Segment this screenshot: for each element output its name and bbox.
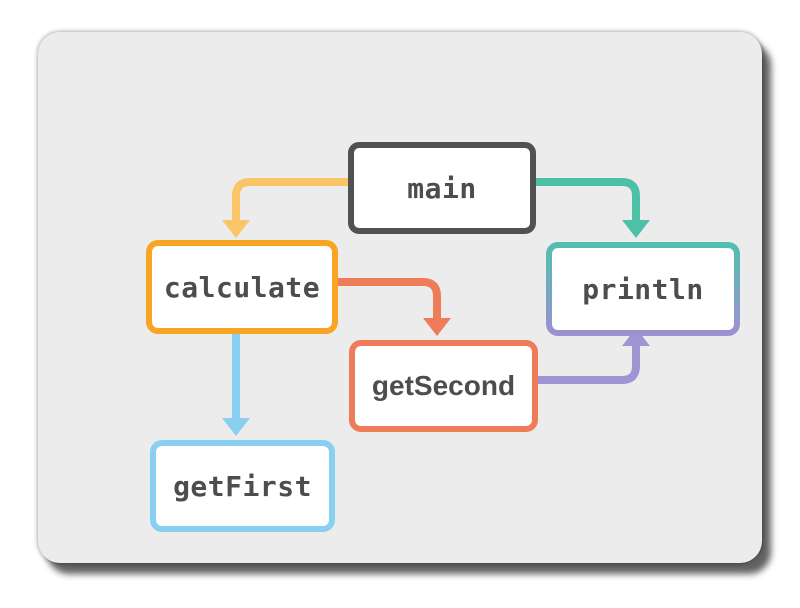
node-println: println [546, 242, 740, 336]
node-getFirst: getFirst [150, 440, 335, 532]
node-println-label: println [582, 272, 704, 306]
edge-main-calculate-arrowhead [222, 220, 250, 238]
edge-main-println-arrowhead [622, 220, 650, 238]
node-main-label: main [407, 171, 477, 205]
node-calculate-label: calculate [163, 270, 321, 304]
edge-calculate-getSecond-line [326, 278, 441, 320]
edge-calculate-getFirst-arrowhead [222, 418, 250, 436]
node-main: main [348, 142, 536, 234]
node-getSecond: getSecond [349, 340, 538, 432]
diagram-card: main calculate println getSecond getFirs… [38, 32, 762, 563]
edge-main-println-line [524, 178, 640, 222]
edge-getSecond-println-line [526, 346, 640, 384]
edge-calculate-getSecond-arrowhead [423, 318, 451, 336]
node-calculate: calculate [146, 240, 338, 334]
edge-main-calculate-line [232, 178, 348, 222]
node-getFirst-label: getFirst [173, 469, 312, 503]
node-getSecond-label: getSecond [371, 370, 516, 401]
